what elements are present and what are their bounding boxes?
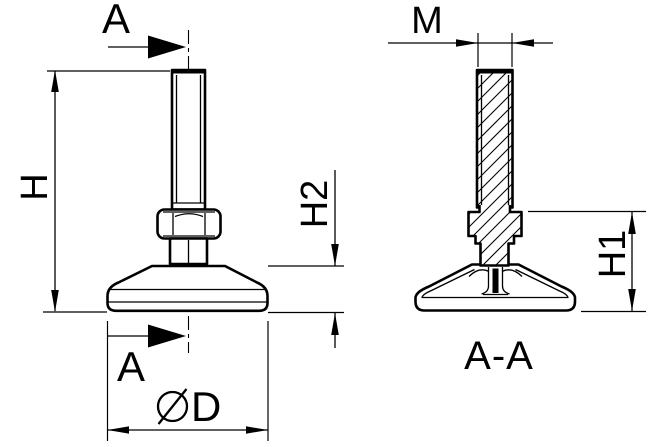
section-label-bottom: A	[117, 343, 145, 390]
arrowhead-icon	[628, 212, 636, 234]
dimension-base-diameter: D	[106, 321, 269, 441]
section-arrow-icon	[148, 324, 186, 348]
clip-leg	[481, 267, 490, 295]
section-cut-arrow-top: A	[102, 0, 186, 59]
arrowhead-icon	[107, 426, 129, 434]
front-view: H A A	[14, 0, 344, 441]
stud-body	[170, 68, 207, 211]
stud-body-section	[475, 68, 514, 209]
socket-rim	[468, 269, 490, 277]
dimension-overall-height: H	[14, 70, 170, 313]
nut-chamfer-arc	[174, 213, 204, 218]
section-view-title: A-A	[464, 334, 534, 378]
dimension-thread-size: M	[388, 0, 553, 67]
threaded-stud	[170, 68, 207, 211]
arrowhead-icon	[246, 426, 268, 434]
stud-top-chamfer	[171, 69, 206, 74]
dim-label-m: M	[411, 0, 443, 42]
arrowhead-icon	[331, 313, 339, 335]
arrowhead-icon	[456, 39, 478, 47]
hex-nut	[156, 208, 222, 240]
dim-label-h: H	[14, 173, 56, 200]
dimension-base-height: H2	[268, 170, 344, 348]
arrowhead-icon	[51, 290, 59, 312]
dim-label-h2: H2	[294, 180, 336, 229]
section-arrow-icon	[148, 35, 186, 59]
section-view: M	[388, 0, 646, 378]
section-label-top: A	[102, 0, 130, 42]
arrowhead-icon	[51, 70, 59, 92]
dimension-lower-height: H1	[528, 210, 646, 313]
arrowhead-icon	[331, 244, 339, 266]
dim-label-d: D	[191, 383, 221, 430]
base-outline	[106, 264, 269, 313]
spindle-hex	[168, 237, 209, 266]
diameter-symbol-icon	[156, 388, 189, 425]
arrowhead-icon	[512, 39, 534, 47]
section-cut-arrow-bottom: A	[108, 324, 186, 390]
foot-base	[106, 264, 269, 313]
clip-leg	[501, 267, 510, 295]
ball-retainer-clip	[468, 267, 523, 296]
spindle-flange-section	[467, 205, 523, 267]
socket-rim	[501, 269, 523, 277]
arrowhead-icon	[628, 289, 636, 311]
spindle-section	[467, 68, 523, 267]
dim-label-h1: H1	[592, 230, 634, 279]
clip-core	[492, 268, 499, 293]
